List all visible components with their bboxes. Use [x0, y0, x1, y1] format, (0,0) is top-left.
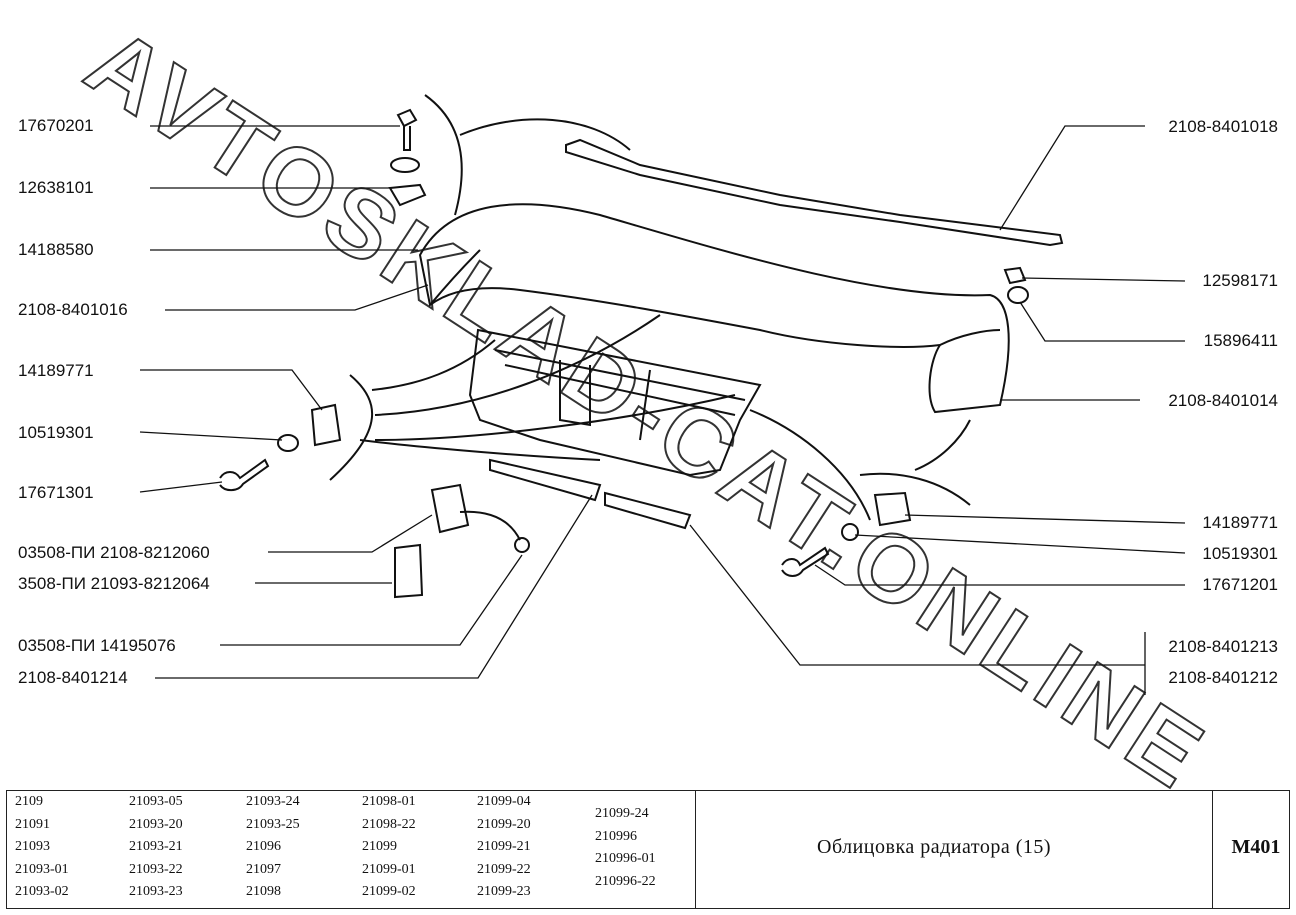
- inner-frame: [468, 328, 762, 477]
- model-cell: 21099-02: [362, 884, 416, 899]
- washer-top: [390, 157, 420, 173]
- label-15896411: 15896411: [1203, 331, 1278, 350]
- clip-small: [514, 537, 530, 553]
- molding-strip: [565, 138, 1064, 247]
- model-cell: 21099-04: [477, 794, 531, 809]
- label-17671201: 17671201: [1202, 575, 1278, 594]
- divider: [1212, 791, 1213, 908]
- model-cell: 21099-21: [477, 839, 531, 854]
- label-2108-8401018: 2108-8401018: [1168, 117, 1278, 136]
- model-column-2: 21093-05 21093-20 21093-21 21093-22 2109…: [129, 791, 245, 904]
- nut-right-1: [1003, 266, 1027, 285]
- model-cell: 21093-05: [129, 794, 183, 809]
- label-17670201: 17670201: [18, 116, 94, 135]
- label-12638101: 12638101: [18, 178, 94, 197]
- title-block: 2109 21091 21093 21093-01 21093-02 21093…: [6, 790, 1290, 909]
- washer-right: [841, 523, 859, 541]
- model-cell: 21093-25: [246, 816, 300, 832]
- model-cell: 210996-01: [595, 851, 656, 866]
- drawing-title: Облицовка радиатора (15): [817, 836, 1052, 858]
- label-10519301-right: 10519301: [1202, 544, 1278, 563]
- model-cell: 210996-22: [595, 873, 656, 889]
- model-cell: 21093-01: [15, 861, 69, 877]
- divider: [695, 791, 696, 908]
- model-cell: 21093-23: [129, 884, 183, 899]
- model-cell: 21099-23: [477, 884, 531, 899]
- model-cell: 21093-24: [246, 794, 300, 809]
- model-cell: 21093-22: [129, 861, 183, 877]
- label-14189771-right: 14189771: [1202, 513, 1278, 532]
- model-cell: 21097: [246, 861, 281, 877]
- washer-left: [277, 434, 299, 452]
- label-2108-8401016: 2108-8401016: [18, 300, 128, 319]
- label-14195076: 03508-ПИ 14195076: [18, 636, 176, 655]
- model-column-1: 2109 21091 21093 21093-01 21093-02: [15, 791, 131, 904]
- label-10519301-left: 10519301: [18, 423, 94, 442]
- model-cell: 21099-20: [477, 816, 531, 832]
- clip-top: [388, 183, 427, 207]
- model-cell: 21099-01: [362, 861, 416, 877]
- plate: [394, 543, 424, 599]
- trim-strip-left: [489, 458, 602, 502]
- label-2108-8401212: 2108-8401212: [1168, 668, 1278, 687]
- model-cell: 2109: [15, 794, 43, 809]
- screw-top: [396, 108, 418, 151]
- label-21093-8212064: 3508-ПИ 21093-8212064: [18, 574, 210, 593]
- clip-right: [873, 491, 912, 527]
- model-cell: 21098: [246, 884, 281, 899]
- model-cell: 21099-22: [477, 861, 531, 877]
- label-14189771-left: 14189771: [18, 361, 94, 380]
- nut-right-2: [1007, 286, 1029, 304]
- screw-left: [219, 458, 270, 492]
- watermark: AVTOSKLAD-CAT.ONLINE: [69, 8, 1225, 811]
- model-cell: 21093-02: [15, 884, 69, 899]
- label-2108-8401213: 2108-8401213: [1168, 637, 1278, 656]
- model-column-3: 21093-24 21093-25 21096 21097 21098: [246, 791, 362, 904]
- model-cell: 21098-01: [362, 794, 416, 809]
- drawing-code: M401: [1231, 836, 1281, 858]
- label-17671301: 17671301: [18, 483, 94, 502]
- model-cell: 21091: [15, 816, 50, 832]
- screw-right: [781, 546, 830, 577]
- label-2108-8401214: 2108-8401214: [18, 668, 128, 687]
- label-2108-8212060: 03508-ПИ 2108-8212060: [18, 543, 210, 562]
- model-cell: 21093: [15, 839, 50, 854]
- clip-left: [310, 403, 342, 447]
- model-cell: 21098-22: [362, 816, 416, 832]
- model-cell: 21096: [246, 839, 281, 854]
- grille-body: [418, 203, 1010, 414]
- label-14188580: 14188580: [18, 240, 94, 259]
- bracket: [430, 483, 470, 534]
- model-cell: 21099: [362, 839, 397, 854]
- model-cell: 21093-20: [129, 816, 183, 832]
- model-column-6: 21099-24 210996 210996-01 210996-22: [595, 803, 711, 893]
- model-cell: 21099-24: [595, 806, 649, 821]
- model-column-5: 21099-04 21099-20 21099-21 21099-22 2109…: [477, 791, 593, 904]
- model-cell: 210996: [595, 828, 637, 844]
- model-column-4: 21098-01 21098-22 21099 21099-01 21099-0…: [362, 791, 478, 904]
- label-2108-8401014: 2108-8401014: [1168, 391, 1278, 410]
- model-cell: 21093-21: [129, 839, 183, 854]
- trim-strip-right: [604, 491, 692, 530]
- label-12598171: 12598171: [1202, 271, 1278, 290]
